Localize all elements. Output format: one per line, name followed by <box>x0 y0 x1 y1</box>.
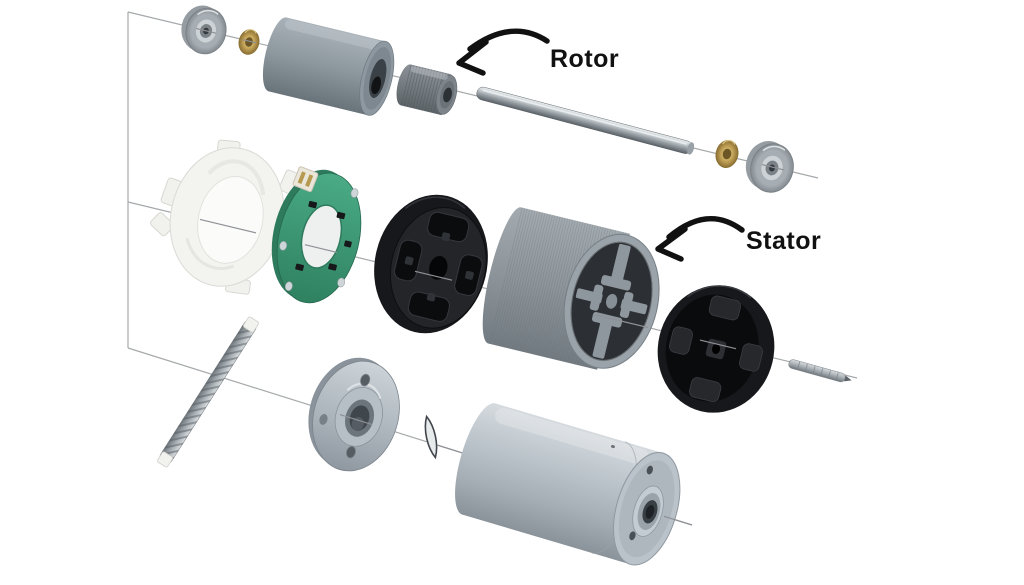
shaft-end-pin <box>788 359 852 383</box>
pcb-center-hole <box>300 204 343 269</box>
housing-highlight <box>495 408 650 466</box>
axis-overlay-segments <box>195 27 785 526</box>
housing-assembly-row <box>157 316 681 566</box>
rotor-magnet-sleeve <box>262 17 395 116</box>
stator-annotation: Stator <box>655 216 821 262</box>
stator-label: Stator <box>746 227 821 255</box>
front-insulator-tabs <box>404 232 474 302</box>
housing-screw-hole-bottom <box>629 531 636 541</box>
pin-tip <box>844 375 852 382</box>
brush-holder-ring <box>150 139 302 295</box>
sleeve-highlight <box>284 19 381 51</box>
flange-screw-hole-bottom <box>345 445 357 459</box>
spring-bar <box>157 316 259 468</box>
rotor-assembly-row <box>175 0 800 198</box>
rear-insulator <box>657 285 775 413</box>
motor-housing <box>455 403 681 566</box>
core-bore <box>443 87 452 103</box>
rotor-label: Rotor <box>550 45 619 73</box>
pcb-ring <box>271 166 362 304</box>
rear-insulator-tabs <box>669 295 763 402</box>
brush-holder-opening <box>197 175 264 264</box>
shaft-highlight <box>482 89 687 145</box>
front-insulator-bore <box>429 255 448 280</box>
stator-arrowhead-icon <box>655 226 688 262</box>
stator-arrow <box>666 216 745 240</box>
front-insulator <box>374 194 488 334</box>
front-insulator-slots <box>393 211 483 322</box>
rotor-arrow <box>467 28 550 52</box>
stator-core <box>482 207 660 370</box>
stator-assembly-row <box>150 139 852 413</box>
housing-dimple <box>611 445 615 449</box>
pcb-components <box>295 200 352 271</box>
flange-rim-hole <box>319 414 328 425</box>
rotor-arrowhead-icon <box>456 39 489 76</box>
rear-brass-washer <box>712 137 742 171</box>
stator-poles <box>575 243 648 359</box>
flange-screw-hole-top <box>360 373 371 387</box>
front-brass-washer <box>235 26 263 58</box>
spring-bar-cap-left <box>243 316 259 333</box>
spring-bar-cap-right <box>157 451 173 468</box>
motor-shaft <box>476 86 695 155</box>
pcb-connector <box>292 166 319 193</box>
mounting-flange <box>308 357 400 472</box>
housing-screw-hole-top <box>646 465 653 475</box>
pin-threads <box>797 361 839 381</box>
shim-clip <box>424 414 438 460</box>
shaft-end <box>687 142 695 155</box>
stator-hub <box>605 293 618 309</box>
rotor-core <box>396 64 458 116</box>
braid-texture <box>159 320 257 464</box>
rotor-annotation: Rotor <box>456 28 619 76</box>
